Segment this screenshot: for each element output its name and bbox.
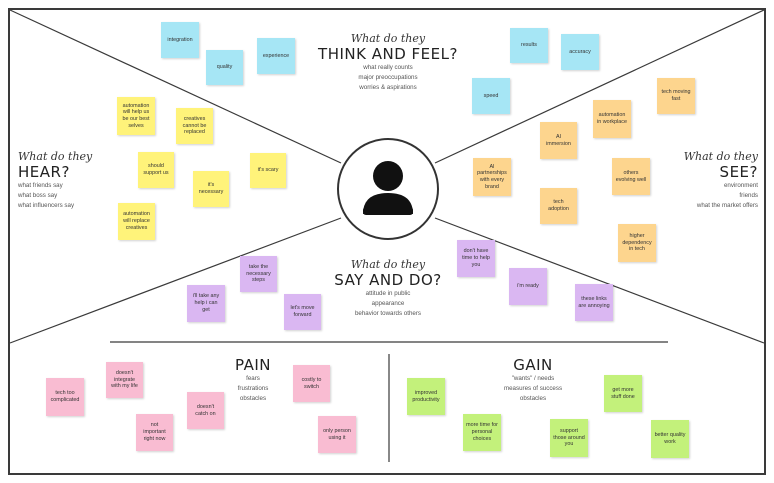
sticky-note[interactable]: doesn't integrate with my life (106, 362, 143, 398)
sticky-note[interactable]: experience (257, 38, 295, 74)
sticky-note[interactable]: others evolving well (612, 158, 650, 195)
sticky-note[interactable]: automation will replace creatives (118, 203, 155, 240)
sticky-note[interactable]: i'm ready (509, 268, 547, 305)
see-line: friends (739, 191, 758, 199)
sticky-note[interactable]: don't have time to help you (457, 240, 495, 277)
see-title: SEE? (719, 163, 758, 181)
sticky-note[interactable]: tech too complicated (46, 378, 84, 416)
sticky-note[interactable]: higher dependency in tech (618, 224, 656, 262)
diagonal-line-top-left (9, 9, 342, 164)
sticky-note[interactable]: integration (161, 22, 199, 58)
sticky-note[interactable]: automation will help us be our best selv… (117, 97, 155, 135)
pain-line: fears (246, 375, 260, 382)
see-intro: What do they (683, 150, 758, 163)
sticky-note[interactable]: support those around you (550, 419, 588, 457)
say-do-intro: What do they (350, 258, 426, 271)
diagonal-line-top-right (434, 9, 765, 164)
sticky-note[interactable]: let's move forward (284, 294, 321, 330)
sticky-note[interactable]: it's scary (250, 153, 286, 188)
sticky-note[interactable]: get more stuff done (604, 375, 642, 412)
sticky-note[interactable]: these links are annoying (575, 284, 613, 321)
sticky-note[interactable]: i'll take any help i can get (187, 285, 225, 322)
say-do-title: SAY AND DO? (334, 271, 442, 289)
sticky-note[interactable]: not important right now (136, 414, 173, 451)
sticky-note[interactable]: quality (206, 50, 243, 85)
sticky-note[interactable]: results (510, 28, 548, 63)
sticky-note[interactable]: take the necessary steps (240, 256, 277, 292)
gain-title: GAIN (513, 356, 553, 374)
say-do-line: appearance (371, 299, 405, 307)
sticky-note[interactable]: costly to switch (293, 365, 330, 402)
sticky-note[interactable]: it's necessary (193, 171, 229, 207)
gain-heading: GAIN "wants" / needs measures of success… (488, 356, 578, 404)
think-feel-line: major preoccupations (358, 73, 418, 81)
pain-line: obstacles (239, 394, 267, 402)
sticky-note[interactable]: AI immersion (540, 122, 577, 159)
sticky-note[interactable]: only person using it (318, 416, 356, 453)
see-line: environment (723, 182, 758, 189)
pain-title: PAIN (235, 356, 271, 374)
person-icon (363, 161, 413, 215)
sticky-note[interactable]: doesn't catch on (187, 392, 224, 429)
think-feel-line: what really counts (363, 64, 413, 71)
hear-title: HEAR? (18, 163, 70, 181)
hear-heading: What do they HEAR? what friends say what… (18, 150, 108, 211)
hear-line: what boss say (18, 191, 58, 199)
gain-line: measures of success (503, 384, 563, 392)
sticky-note[interactable]: AI partnerships with every brand (473, 158, 511, 196)
sticky-note[interactable]: more time for personal choices (463, 414, 501, 451)
sticky-note[interactable]: creatives cannot be replaced (176, 108, 213, 144)
diagonal-line-bottom-right (434, 217, 765, 344)
gain-line: obstacles (519, 394, 547, 402)
board-frame (8, 8, 766, 475)
sticky-note[interactable]: accuracy (561, 34, 599, 70)
gain-line: "wants" / needs (511, 375, 555, 382)
sticky-note[interactable]: tech moving fast (657, 78, 695, 114)
sticky-note[interactable]: speed (472, 78, 510, 114)
say-do-line: behavior towards others (354, 309, 422, 317)
diagonal-line-bottom-left (9, 217, 342, 344)
sticky-note[interactable]: tech adoption (540, 188, 577, 224)
pain-heading: PAIN fears frustrations obstacles (218, 356, 288, 404)
sticky-note[interactable]: automation in workplace (593, 100, 631, 138)
say-do-heading: What do they SAY AND DO? attitude in pub… (318, 258, 458, 319)
say-do-line: attitude in public (365, 290, 411, 297)
pain-line: frustrations (237, 384, 269, 392)
sticky-note[interactable]: should support us (138, 152, 174, 188)
think-feel-intro: What do they (350, 32, 426, 45)
hear-line: what friends say (18, 182, 63, 189)
persona-avatar (337, 138, 439, 240)
hear-intro: What do they (18, 150, 93, 163)
sticky-note[interactable]: improved productivity (407, 378, 445, 415)
see-line: what the market offers (696, 201, 758, 209)
sticky-note[interactable]: better quality work (651, 420, 689, 458)
see-heading: What do they SEE? environment friends wh… (658, 150, 758, 211)
hear-line: what influencers say (18, 201, 75, 209)
think-feel-line: worries & aspirations (359, 83, 417, 91)
think-feel-heading: What do they THINK AND FEEL? what really… (300, 32, 476, 93)
think-feel-title: THINK AND FEEL? (318, 45, 458, 63)
